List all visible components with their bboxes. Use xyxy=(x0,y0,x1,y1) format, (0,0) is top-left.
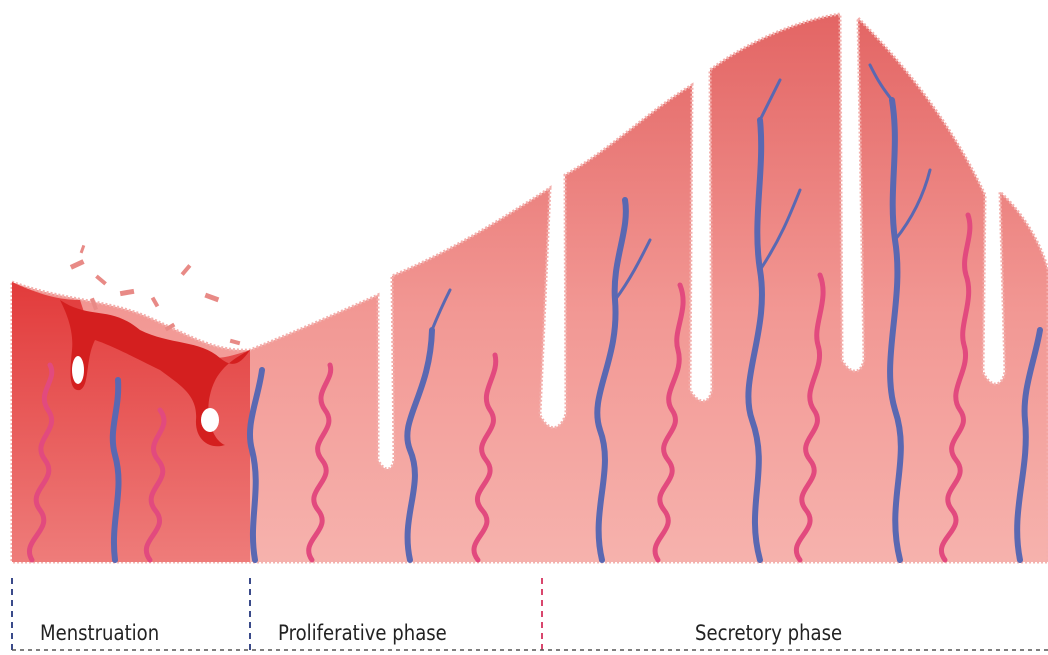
label-menstruation: Menstruation xyxy=(40,618,159,648)
shed-fragment-hole xyxy=(201,408,219,432)
label-proliferative-phase: Proliferative phase xyxy=(278,618,447,648)
label-secretory-phase: Secretory phase xyxy=(695,618,842,648)
shed-fragment-hole xyxy=(72,356,84,384)
